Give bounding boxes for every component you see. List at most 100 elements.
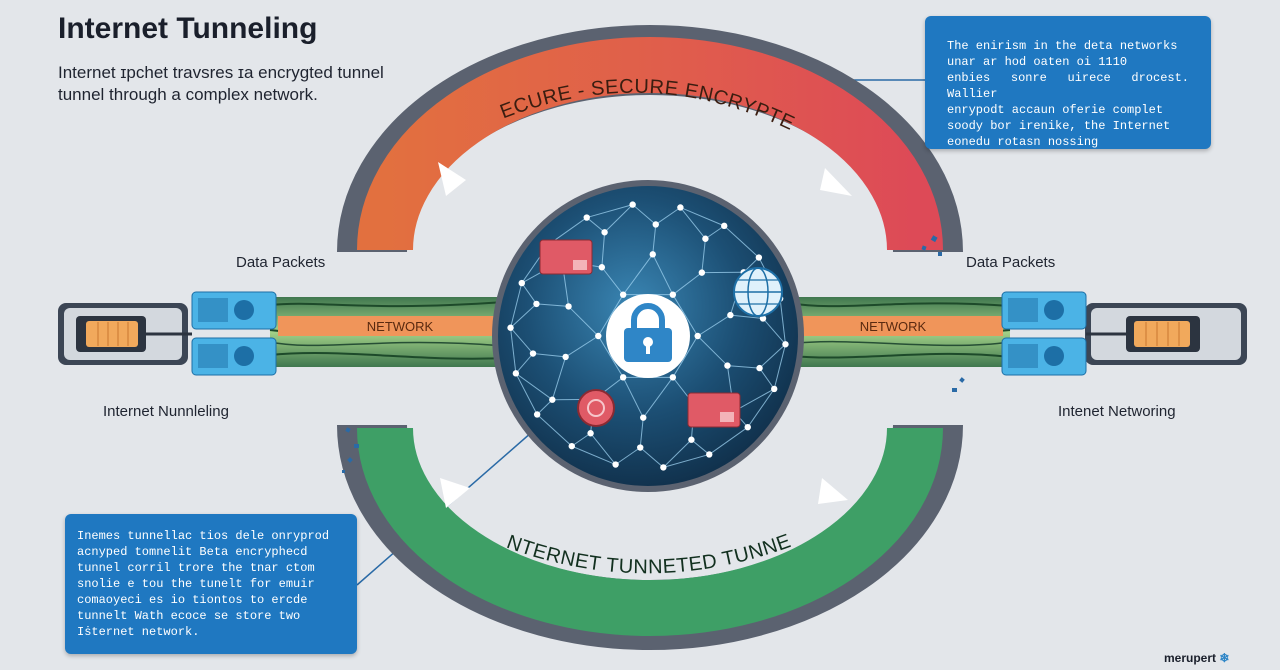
mesh-link	[622, 377, 644, 418]
mesh-node	[756, 364, 763, 372]
mesh-link	[663, 439, 692, 468]
network-band-left	[278, 316, 502, 336]
data-packet-left-bottom	[191, 337, 277, 376]
internet-tunnel-arc	[357, 427, 943, 636]
mesh-link	[532, 353, 566, 358]
mesh-link	[622, 254, 654, 295]
mesh-link	[601, 232, 606, 268]
mesh-link	[639, 417, 644, 448]
mesh-link	[691, 439, 710, 455]
mesh-node	[771, 385, 778, 393]
mesh-link	[615, 447, 641, 465]
page-subtitle: Internet ɪpchet travsres ɪa encrygted tu…	[58, 63, 384, 104]
alert-badge-icon	[577, 389, 615, 427]
mesh-node	[583, 214, 590, 221]
mesh-link	[762, 318, 786, 345]
info-line: acnyped tomnelit Beta encryphecd	[77, 545, 308, 559]
mesh-node	[562, 353, 569, 361]
globe-grid-icon	[733, 267, 783, 317]
mesh-node	[652, 221, 659, 228]
data-packet-right-top	[1001, 291, 1087, 330]
info-line: tunnelt Wath ecoce se store two	[77, 609, 301, 623]
mesh-link	[536, 399, 553, 415]
mesh-link	[727, 365, 760, 369]
mesh-link	[655, 207, 681, 225]
mesh-node	[601, 229, 608, 236]
mesh-node	[669, 291, 677, 298]
label-internet-tunneling: Internet Nunnleling	[103, 403, 229, 420]
mesh-link	[733, 388, 775, 412]
mesh-node	[706, 451, 713, 458]
network-label-left: NETWORK	[367, 319, 434, 334]
label-data-packets-left: Data Packets	[236, 254, 326, 271]
mesh-link	[604, 204, 633, 233]
mesh-link	[551, 356, 567, 400]
mesh-node	[595, 332, 602, 340]
snowflake-icon: ❄	[1219, 651, 1230, 665]
folder-icon	[539, 239, 593, 275]
label-data-packets-right: Data Packets	[966, 254, 1056, 271]
mesh-link	[536, 414, 573, 447]
mesh-link	[510, 303, 537, 329]
scatter-glyphs	[342, 235, 965, 473]
mesh-link	[586, 217, 605, 233]
mesh-node	[640, 414, 647, 421]
mesh-link	[672, 294, 699, 337]
arrow-right-icon	[818, 478, 848, 504]
mesh-link	[510, 327, 517, 374]
mesh-node	[660, 464, 667, 471]
mesh-link	[571, 445, 616, 465]
mesh-link	[565, 335, 599, 358]
mesh-link	[672, 335, 699, 378]
mesh-link	[679, 207, 706, 240]
arrow-up-left-icon	[438, 162, 466, 196]
mesh-node	[533, 300, 540, 308]
mesh-node	[568, 442, 575, 450]
info-line: enbies sonre uirece drocest. Wallier	[947, 71, 1189, 101]
mesh-node	[619, 374, 627, 381]
left-endpoint	[58, 303, 192, 365]
info-box-top: The enirism in the deta networks unar ar…	[925, 16, 1211, 149]
mesh-link	[730, 314, 764, 319]
info-line: snolie e tou the tunelt for emuir	[77, 577, 315, 591]
mesh-node	[619, 291, 627, 298]
mesh-node	[744, 423, 751, 431]
mesh-node	[677, 204, 684, 211]
mesh-link	[652, 224, 657, 255]
mesh-node	[533, 411, 541, 418]
mesh-node	[669, 374, 677, 381]
mesh-link	[590, 432, 617, 465]
mesh-node	[698, 269, 706, 276]
mesh-link	[708, 426, 749, 455]
mesh-link	[672, 272, 703, 296]
padlock-icon	[606, 294, 690, 378]
mesh-node	[598, 264, 606, 271]
mesh-node	[565, 303, 572, 310]
mesh-node	[724, 362, 731, 369]
mesh-node	[507, 324, 514, 331]
mesh-link	[743, 257, 760, 273]
mesh-node	[702, 235, 709, 242]
mesh-link	[536, 303, 569, 307]
info-line: Inemes tunnellac tios dele onryprod	[77, 529, 330, 543]
mesh-node	[612, 461, 619, 468]
mesh-link	[597, 335, 624, 378]
mesh-link	[586, 204, 633, 219]
mesh-node	[727, 311, 734, 319]
mesh-link	[642, 377, 674, 418]
mesh-node	[759, 315, 767, 322]
mesh-link	[759, 367, 775, 390]
mesh-link	[597, 294, 624, 337]
page-title: Internet Tunneling	[58, 12, 318, 45]
info-line: soody bor irenike, the Internet	[947, 119, 1171, 133]
info-line: unar ar hod oaten oi 1110	[947, 55, 1128, 69]
mesh-link	[747, 388, 775, 428]
info-line: comaoyeci es io tiontos to ercde	[77, 593, 308, 607]
mesh-link	[601, 266, 624, 295]
mesh-link	[571, 432, 591, 447]
mesh-link	[510, 327, 534, 354]
info-line: Iṡternet network.	[77, 625, 200, 639]
mesh-link	[697, 314, 731, 337]
mesh-link	[568, 306, 599, 337]
